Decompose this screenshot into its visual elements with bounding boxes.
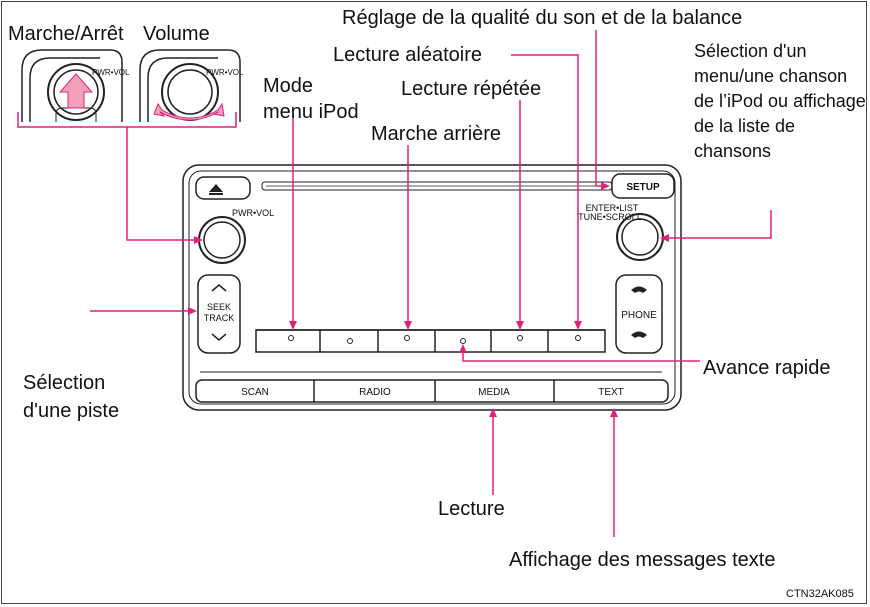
press-arrow-icon [58, 73, 94, 109]
text-messages-callout: Affichage des messages texte [509, 549, 776, 571]
text-button[interactable]: TEXT [598, 387, 624, 398]
rotate-arrow-icon [153, 102, 225, 121]
chevron-down-icon [211, 333, 227, 341]
phone-answer-icon [631, 286, 647, 293]
play-callout: Lecture [438, 498, 505, 520]
phone-label: PHONE [621, 310, 657, 321]
rewind-callout: Marche arrière [371, 123, 502, 145]
power-knob-inset [21, 49, 123, 122]
fast-forward-callout: Avance rapide [703, 357, 831, 379]
radio-unit [182, 164, 682, 411]
inset-pwr-vol-label-2: PWR•VOL [206, 68, 244, 77]
repeat-play-callout: Lecture répétée [401, 78, 542, 100]
song-select-callout: Sélection d'un menu/une chanson de l’iPo… [694, 41, 866, 161]
chevron-up-icon [211, 284, 227, 292]
power-callout: Marche/Arrêt [8, 23, 124, 45]
callout-arrowheads [188, 182, 669, 417]
enter-list-label: ENTER•LIST [586, 203, 639, 213]
media-button[interactable]: MEDIA [478, 387, 510, 398]
ipod-menu-callout-line2: menu iPod [263, 101, 359, 123]
track-select-callout-line1: Sélection [23, 372, 106, 394]
pwr-vol-label: PWR•VOL [232, 208, 274, 218]
volume-callout: Volume [143, 23, 210, 45]
scan-button[interactable]: SCAN [241, 387, 269, 398]
tune-scroll-label: TUNE•SCROLL [578, 212, 642, 222]
track-select-callout-line2: d'une piste [23, 400, 120, 422]
phone-hangup-icon [631, 331, 647, 338]
callout-lines [17, 30, 772, 537]
preset-leds [288, 335, 581, 344]
random-play-callout: Lecture aléatoire [333, 44, 482, 66]
ipod-menu-callout-line1: Mode [263, 75, 314, 97]
seek-label: SEEK [207, 302, 231, 312]
inset-pwr-vol-label-1: PWR•VOL [92, 68, 130, 77]
eject-icon[interactable] [209, 184, 223, 192]
track-label: TRACK [204, 313, 235, 323]
eject-bar [209, 193, 223, 195]
figure-code: CTN32AK085 [786, 588, 854, 600]
radio-button[interactable]: RADIO [359, 387, 391, 398]
setup-button[interactable]: SETUP [626, 182, 660, 193]
sound-balance-callout: Réglage de la qualité du son et de la ba… [342, 7, 743, 29]
